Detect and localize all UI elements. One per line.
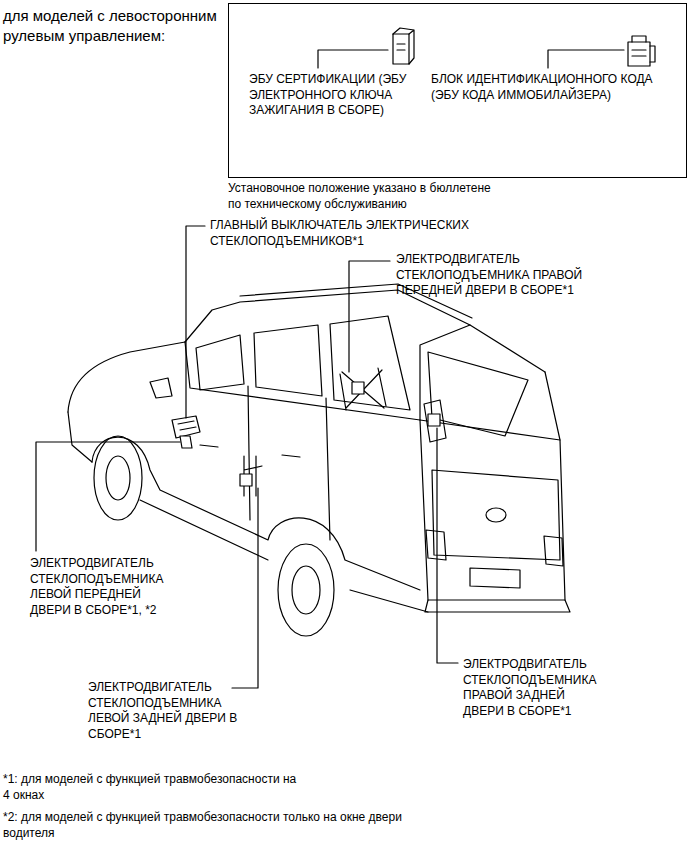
side-step	[140, 500, 428, 612]
inset-box: ЭБУ СЕРТИФИКАЦИИ (ЭБУ ЭЛЕКТРОННОГО КЛЮЧА…	[228, 3, 687, 178]
immobiliser-icon	[628, 36, 655, 66]
motor-body	[352, 382, 364, 394]
door-seam	[248, 386, 330, 540]
motor-body	[180, 436, 192, 448]
quarter-window	[330, 316, 410, 410]
front-window	[196, 335, 244, 390]
part-label: *2: для моделей с функцией травмобезопас…	[3, 810, 418, 841]
d-pillar	[420, 325, 470, 420]
leader-line	[548, 50, 624, 68]
part-label: ЭЛЕКТРОДВИГАТЕЛЬ СТЕКЛОПОДЪЕМНИКА ПРАВОЙ…	[463, 657, 608, 719]
ecu-edge	[393, 28, 414, 64]
rear-hub	[292, 566, 320, 614]
part-label: для моделей с левосторонним рулевым упра…	[3, 6, 225, 45]
part-label: *1: для моделей с функцией травмобезопас…	[3, 772, 303, 803]
leader-line	[186, 226, 205, 418]
rear-corner	[545, 372, 565, 600]
window-motor	[180, 436, 192, 448]
motor-body	[240, 474, 252, 486]
tail-light	[544, 536, 563, 566]
window-regulator	[424, 400, 446, 442]
ecu-detail	[397, 44, 405, 50]
leader-line	[437, 428, 458, 663]
leader-line	[36, 442, 180, 551]
immobiliser-edge	[632, 36, 655, 62]
tailgate	[432, 470, 560, 560]
front-hub	[106, 456, 130, 500]
rear-window	[428, 352, 528, 436]
window-regulator	[340, 368, 386, 410]
switch-detail	[178, 421, 196, 430]
ecu-body	[393, 34, 409, 64]
door-handle	[200, 445, 300, 457]
front-bumper	[68, 412, 92, 462]
tail-light	[426, 530, 446, 560]
motor-body	[428, 414, 440, 426]
switch-body	[172, 416, 200, 438]
part-label: БЛОК ИДЕНТИФИКАЦИОННОГО КОДА (ЭБУ КОДА И…	[431, 72, 683, 103]
regulator-frame	[424, 400, 446, 442]
ecu-icon	[393, 28, 414, 64]
rear-wheel	[278, 544, 334, 636]
regulator-arms	[340, 368, 386, 410]
master-switch	[172, 416, 200, 438]
part-label: ЭБУ СЕРТИФИКАЦИИ (ЭБУ ЭЛЕКТРОННОГО КЛЮЧА…	[249, 72, 434, 119]
hood-edge	[68, 342, 185, 412]
leader-line	[349, 261, 390, 372]
part-label: ЭЛЕКТРОДВИГАТЕЛЬ СТЕКЛОПОДЪЕМНИКА ЛЕВОЙ …	[30, 556, 175, 618]
window-regulator	[240, 456, 262, 496]
rear-edge	[420, 420, 428, 600]
mirror	[150, 378, 172, 398]
leader-line	[318, 50, 388, 68]
plate	[470, 568, 520, 588]
part-label: ГЛАВНЫЙ ВЫКЛЮЧАТЕЛЬ ЭЛЕКТРИЧЕСКИХ СТЕКЛО…	[210, 218, 510, 249]
roof-line	[185, 290, 545, 372]
badge	[486, 508, 506, 522]
front-wheel	[94, 436, 142, 520]
part-label: ЭЛЕКТРОДВИГАТЕЛЬ СТЕКЛОПОДЪЕМНИКА ПРАВОЙ…	[396, 252, 601, 299]
leader-line	[232, 488, 258, 688]
part-label: Установочное положение указано в бюллете…	[228, 181, 493, 212]
immobiliser-detail	[632, 50, 646, 56]
rear-bumper	[425, 600, 570, 612]
rear-door-window	[254, 325, 322, 396]
immobiliser-body	[628, 42, 650, 66]
part-label: ЭЛЕКТРОДВИГАТЕЛЬ СТЕКЛОПОДЪЕМНИКА ЛЕВОЙ …	[88, 680, 246, 742]
